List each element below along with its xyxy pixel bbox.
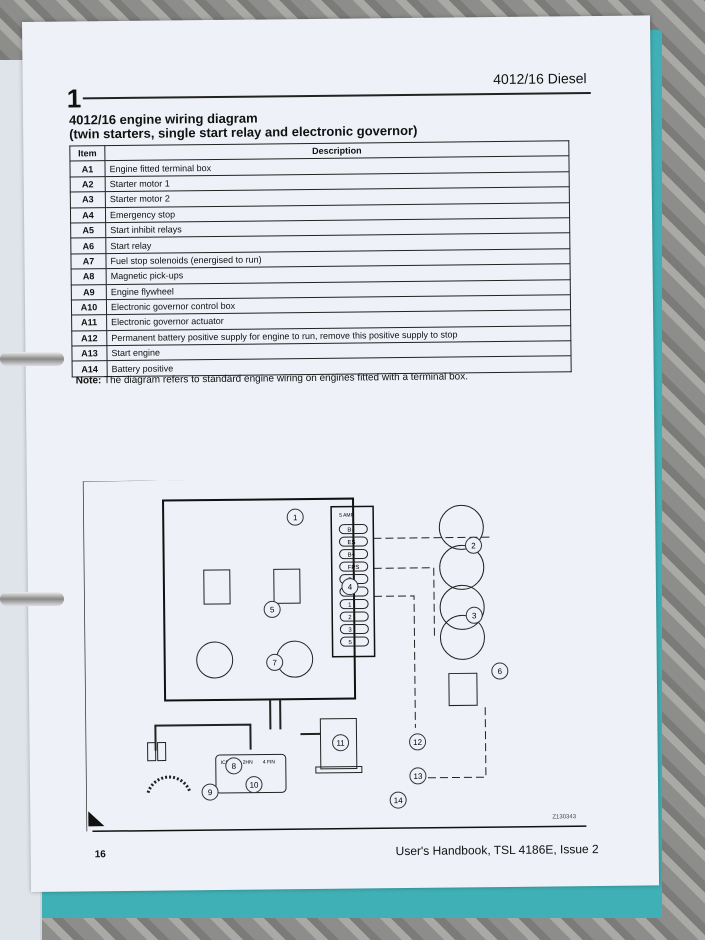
- callout-number: 11: [336, 739, 345, 748]
- item-code: A5: [70, 222, 106, 239]
- flywheel: [146, 775, 192, 794]
- terminal-label: ES: [347, 540, 355, 546]
- starter-motor-1: [438, 504, 484, 550]
- callout-circle: [389, 791, 407, 809]
- item-code: A12: [71, 330, 107, 347]
- port-label: 4 FIN: [263, 759, 276, 765]
- pickup-2: [157, 742, 167, 762]
- callout-circle: [465, 606, 483, 624]
- fuel-solenoid-1: [196, 641, 234, 679]
- callout-number: 10: [250, 781, 260, 790]
- terminal: [339, 623, 369, 635]
- wiring-solid: [154, 699, 321, 751]
- callout-circle: [266, 653, 284, 671]
- starter-motor-1b: [439, 544, 485, 590]
- terminal-label: B-: [347, 528, 353, 534]
- terminal: [338, 523, 368, 535]
- terminal-label: 5: [348, 640, 352, 646]
- callout-circle: [341, 578, 359, 596]
- item-code: A13: [71, 345, 108, 362]
- header-rule: [82, 92, 591, 100]
- terminal: [339, 598, 369, 610]
- publication-title: User's Handbook, TSL 4186E, Issue 2: [395, 842, 599, 859]
- figure-code: Z130343: [552, 814, 576, 820]
- footer-rule-diagram: [92, 825, 587, 833]
- callout-circle: [225, 757, 243, 775]
- item-code: A1: [69, 161, 106, 177]
- fuse-label: 5 AMP: [339, 513, 354, 519]
- column-header-item: Item: [69, 145, 105, 162]
- terminal-label: 1: [348, 603, 352, 609]
- callout-circle: [409, 733, 427, 751]
- item-code: A9: [71, 284, 107, 300]
- inhibit-relay-2: [273, 568, 301, 604]
- item-code: A7: [70, 253, 107, 270]
- callout-number: 13: [413, 772, 423, 781]
- product-header: 4012/16 Diesel: [493, 70, 587, 88]
- callout-number: 2: [471, 541, 476, 550]
- actuator-base: [315, 765, 363, 774]
- start-relay: [448, 672, 478, 707]
- terminal-label: 3: [348, 628, 352, 634]
- diagram-left-rule: [82, 481, 88, 832]
- terminal: [339, 548, 369, 560]
- callout-circle: [409, 767, 427, 785]
- terminal: [339, 611, 369, 622]
- terminal-label: FPS: [348, 565, 360, 571]
- terminal-box: [330, 505, 376, 658]
- callout-circle: [286, 508, 304, 526]
- title-line-2: (twin starters, single start relay and e…: [69, 122, 418, 142]
- figure-mark-triangle: [88, 811, 105, 827]
- note-label: Note:: [75, 375, 102, 387]
- callout-circle: [245, 776, 263, 794]
- callout-circle: [465, 536, 483, 554]
- wiring-dashed: [373, 536, 494, 779]
- item-code: A11: [71, 314, 107, 331]
- pickup-1: [147, 742, 157, 762]
- starter-motor-2: [439, 584, 485, 630]
- terminal: [338, 536, 368, 547]
- manual-page: 4012/16 Diesel 1 4012/16 engine wiring d…: [22, 15, 660, 892]
- callout-circle: [491, 662, 509, 680]
- item-code: A6: [70, 237, 106, 254]
- governor-control-box: [215, 753, 287, 794]
- governor-actuator: [319, 718, 358, 770]
- terminal: [340, 636, 370, 647]
- callout-number: 12: [413, 738, 423, 747]
- callout-circle: [263, 600, 281, 618]
- terminal-label: B+: [348, 553, 356, 559]
- engine-outline: [162, 497, 357, 702]
- callout-number: 8: [232, 762, 237, 771]
- item-code: A10: [71, 299, 107, 316]
- diagram-top-rule: [82, 476, 583, 482]
- callout-number: 7: [272, 658, 277, 667]
- inhibit-relay-1: [203, 569, 231, 605]
- page-number: 16: [94, 849, 106, 861]
- item-code: A8: [71, 268, 107, 285]
- starter-motor-2b: [439, 614, 485, 660]
- callout-number: 9: [208, 788, 213, 797]
- terminal-label: 2: [348, 615, 352, 621]
- item-code: A2: [70, 176, 106, 193]
- callout-circle: [201, 783, 219, 801]
- callout-number: 1: [293, 513, 298, 522]
- port-label: 2HN: [243, 760, 253, 766]
- callout-number: 3: [472, 611, 477, 620]
- callout-number: 14: [394, 796, 404, 805]
- callout-circle: [332, 734, 350, 752]
- callout-number: 5: [270, 605, 275, 614]
- binder-ring: [0, 592, 64, 606]
- page-title: 4012/16 engine wiring diagram (twin star…: [69, 110, 418, 142]
- item-code: A3: [70, 191, 106, 208]
- binder-ring: [0, 352, 64, 366]
- terminal: [339, 561, 369, 572]
- callout-number: 6: [498, 667, 503, 676]
- callout-number: 4: [348, 583, 353, 592]
- chapter-number: 1: [66, 83, 82, 114]
- item-code: A4: [70, 207, 106, 223]
